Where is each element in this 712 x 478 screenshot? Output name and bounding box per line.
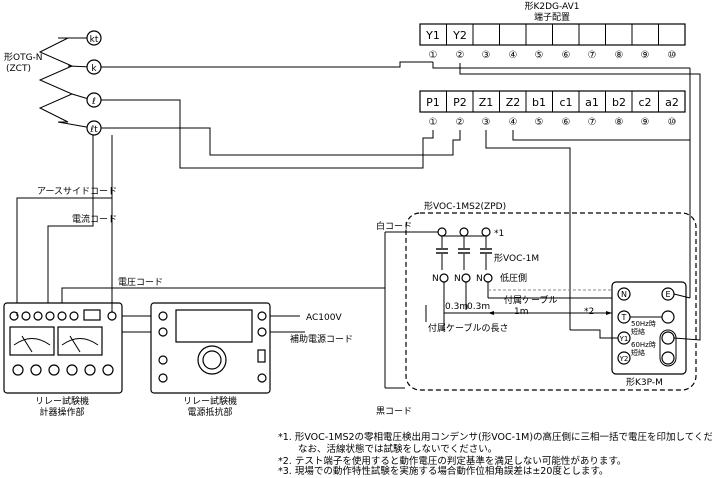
terminal-number: ⑥ (562, 50, 571, 61)
terminal-number: ③ (482, 117, 491, 128)
black-cord-label: 黒コード (376, 406, 412, 417)
zct-terminals: kt k ℓ ℓt (86, 30, 102, 136)
voltage-cord-label: 電圧コード (118, 277, 163, 288)
zpd-terminal-n: N (476, 274, 483, 284)
terminal-layout-caption: 端子配置 (534, 11, 570, 23)
tester-unit2-line2: 電源抵抗部 (187, 406, 232, 418)
wires (16, 61, 701, 389)
terminal-row-1-numbers: ① ② ③ ④ ⑤ ⑥ ⑦ ⑧ ⑨ ⑩ (429, 50, 677, 61)
tester-unit1-line1: リレー試験機 (35, 395, 89, 407)
terminal-row-1: Y1 Y2 (419, 23, 686, 46)
terminal-number: ⑩ (668, 117, 677, 128)
terminal-a2: a2 (665, 96, 679, 109)
zpd-capacitors (436, 227, 492, 270)
aux-power-cord-label: 補助電源コード (290, 333, 353, 345)
relay-tester-power-unit (150, 302, 271, 394)
short-50hz-line2: 短絡 (631, 327, 645, 336)
capacitor-model-label: 形VOC-1M (494, 252, 539, 264)
k3p-terminal-t: T (621, 313, 627, 322)
note-1-cont: なお、活線状態では試験をしないでください。 (298, 444, 498, 455)
note-1: *1. 形VOC-1MS2の零相電圧検出用コンデンサ(形VOC-1M)の高圧側に… (278, 432, 712, 443)
low-side-label: 低圧側 (500, 272, 527, 284)
terminal-y2: Y2 (452, 29, 467, 42)
zpd-enclosure (405, 212, 697, 391)
zpd-n-terminals: N N N (432, 273, 612, 322)
terminal-z1: Z1 (479, 96, 494, 109)
tester-unit1-line2: 計器操作部 (39, 406, 84, 418)
terminal-b2: b2 (612, 96, 626, 109)
short-50hz-line1: 50Hz時 (631, 320, 656, 328)
cable-length-2: 0.3m (467, 302, 490, 312)
zct-terminal-l: ℓ (91, 97, 96, 107)
k3p-model-label: 形K3P-M (626, 376, 663, 388)
white-cord-label: 白コード (376, 220, 412, 232)
zpd-terminal-n: N (432, 274, 439, 284)
terminal-number: ⑧ (615, 117, 624, 128)
attached-cable-length: 1m (514, 307, 529, 317)
terminal-row-2: P1 P2 Z1 Z2 b1 c1 a1 b2 c2 a2 (419, 90, 686, 113)
terminal-number: ① (429, 50, 438, 61)
terminal-number: ⑨ (641, 50, 650, 61)
zpd-terminal-n: N (454, 274, 461, 284)
zct-model-sub: (ZCT) (6, 64, 31, 74)
terminal-number: ⑨ (641, 117, 650, 128)
zct-terminal-k: k (91, 64, 97, 74)
zct-model-label: 形OTG-N (4, 51, 43, 63)
zpd-title: 形VOC-1MS2(ZPD) (424, 200, 506, 212)
k3p-terminal-y2: Y2 (619, 355, 629, 363)
terminal-number: ⑧ (615, 50, 624, 61)
terminal-p1: P1 (426, 96, 440, 109)
relay-tester-meter-unit (3, 302, 123, 394)
k2dg-model-label: 形K2DG-AV1 (524, 0, 579, 12)
tester-unit2-line1: リレー試験機 (183, 395, 237, 407)
terminal-p2: P2 (453, 96, 467, 109)
k3p-terminal-n: N (621, 290, 627, 299)
note-3: *3. 現場での動作特性試験を実施する場合動作位相角誤差は±20度とします。 (278, 466, 609, 477)
current-cord-label: 電流コード (72, 213, 117, 225)
terminal-number: ⑤ (535, 50, 544, 61)
terminal-number: ④ (509, 117, 518, 128)
k3p-box (611, 281, 687, 375)
terminal-y1: Y1 (425, 29, 440, 42)
k3p-terminals: N E T Y1 Y2 (617, 287, 677, 367)
k3p-terminal-e: E (665, 290, 670, 299)
terminal-z2: Z2 (506, 96, 521, 109)
terminal-number: ② (456, 50, 465, 61)
terminal-number: ⑩ (668, 50, 677, 61)
terminal-number: ⑦ (588, 117, 597, 128)
short-60hz-line2: 短絡 (631, 348, 645, 357)
cable-length-1: 0.3m (445, 302, 468, 312)
terminal-number: ④ (509, 50, 518, 61)
earth-side-cord-label: アースサイドコード (37, 186, 117, 197)
ac100v-label: AC100V (306, 313, 342, 323)
cable-length-caption: 付属ケーブルの長さ (428, 322, 508, 334)
cable-dimension (425, 305, 612, 322)
terminal-c1: c1 (559, 96, 572, 109)
terminal-row-2-numbers: ① ② ③ ④ ⑤ ⑥ ⑦ ⑧ ⑨ ⑩ (429, 117, 677, 128)
terminal-c2: c2 (638, 96, 651, 109)
zct-terminal-kt: kt (90, 35, 99, 45)
terminal-number: ⑥ (562, 117, 571, 128)
zct-symbol (38, 37, 93, 129)
terminal-number: ⑦ (588, 50, 597, 61)
terminal-number: ⑤ (535, 117, 544, 128)
terminal-number: ③ (482, 50, 491, 61)
short-60hz-line1: 60Hz時 (631, 341, 656, 349)
terminal-a1: a1 (585, 96, 599, 109)
terminal-number: ① (429, 117, 438, 128)
terminal-number: ② (456, 117, 465, 128)
note-2: *2. テスト端子を使用すると動作電圧の判定基準を満足しない可能性があります。 (278, 456, 627, 467)
attached-cable-label: 付属ケーブル (504, 294, 557, 306)
terminal-b1: b1 (532, 96, 546, 109)
note-mark-1: *1 (494, 229, 504, 239)
k3p-terminal-y1: Y1 (619, 335, 629, 343)
note-mark-2: *2 (584, 307, 594, 317)
zct-terminal-lt: ℓt (89, 125, 98, 135)
